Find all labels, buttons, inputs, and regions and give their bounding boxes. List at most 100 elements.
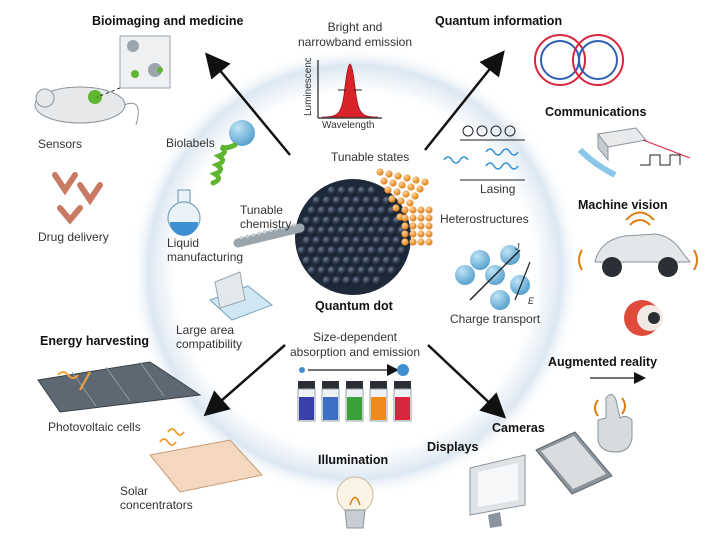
atom — [372, 256, 382, 266]
heterostructure-atom — [385, 170, 393, 178]
atom — [337, 246, 347, 256]
atom — [317, 206, 327, 216]
atom — [367, 186, 377, 196]
atom — [327, 266, 337, 276]
atom — [352, 216, 362, 226]
phone-icon — [535, 431, 613, 495]
arrow-cameras — [427, 344, 507, 419]
heading-augmented-reality: Augmented reality — [548, 355, 658, 369]
heterostructure-atom — [401, 238, 409, 246]
atom — [342, 216, 352, 226]
atom — [322, 276, 332, 286]
arrow-energy-harvesting — [203, 344, 286, 417]
photovoltaic-panel-icon — [37, 361, 202, 413]
atom — [362, 236, 372, 246]
atom — [342, 236, 352, 246]
atom — [332, 276, 342, 286]
hand-gesture-icon — [590, 372, 646, 453]
label-photovoltaic-cells: Photovoltaic cells — [48, 420, 141, 434]
quantum-rings-icon — [534, 34, 624, 86]
atom — [312, 216, 322, 226]
heterostructure-atom — [407, 183, 415, 191]
atom — [382, 256, 392, 266]
cell-zoom-icon — [96, 35, 171, 98]
atom — [312, 256, 322, 266]
label-quantum-dot: Quantum dot — [315, 299, 393, 313]
heterostructure-atom — [425, 206, 433, 214]
heterostructure-atom — [401, 230, 409, 238]
label-concentrators: concentrators — [120, 498, 193, 512]
atom — [357, 266, 367, 276]
atom — [337, 206, 347, 216]
car-icon — [578, 211, 698, 277]
atom — [367, 246, 377, 256]
atom — [307, 266, 317, 276]
atom — [392, 256, 402, 266]
vial-cap — [298, 381, 315, 389]
arrow-quantum-information — [424, 50, 505, 151]
heterostructure-atom — [392, 204, 400, 212]
communications-icon — [577, 127, 691, 178]
atom — [372, 196, 382, 206]
atom — [362, 196, 372, 206]
heading-energy-harvesting: Energy harvesting — [40, 334, 150, 348]
label-manufacturing: manufacturing — [167, 250, 244, 264]
atom — [342, 256, 352, 266]
heterostructure-atom — [406, 199, 414, 207]
heterostructure-atom — [425, 222, 433, 230]
heading-communications: Communications — [545, 105, 647, 119]
heterostructure-atom — [380, 177, 388, 185]
heading-bioimaging: Bioimaging and medicine — [92, 14, 244, 28]
atom — [332, 196, 342, 206]
atom — [352, 236, 362, 246]
heterostructure-atom — [417, 206, 425, 214]
heterostructure-atom — [384, 186, 392, 194]
label-chemistry: chemistry — [240, 217, 292, 231]
atom — [302, 256, 312, 266]
atom — [327, 206, 337, 216]
atom — [362, 276, 372, 286]
atom — [297, 246, 307, 256]
vial-liquid — [347, 397, 362, 420]
atom — [347, 266, 357, 276]
heterostructure-atom — [409, 230, 417, 238]
light-bulb-icon — [336, 476, 374, 529]
atom — [367, 226, 377, 236]
heterostructure-atom — [389, 179, 397, 187]
vial-cap — [322, 381, 339, 389]
heading-cameras: Cameras — [492, 421, 545, 435]
label-wavelength: Wavelength — [322, 120, 375, 131]
label-bright-and: Bright and — [327, 20, 383, 34]
label-liquid: Liquid — [167, 236, 200, 250]
label-sensors: Sensors — [38, 137, 83, 151]
atom — [322, 216, 332, 226]
atom — [362, 216, 372, 226]
atom — [332, 236, 342, 246]
label-drug-delivery: Drug delivery — [38, 230, 109, 244]
atom — [342, 196, 352, 206]
atom — [347, 186, 357, 196]
atom — [382, 216, 392, 226]
biolabel-spring — [209, 120, 255, 186]
atom — [302, 216, 312, 226]
heading-machine-vision: Machine vision — [578, 198, 668, 212]
heterostructure-atom — [417, 230, 425, 238]
quantum-dot-sphere — [295, 179, 411, 295]
heterostructure-atom — [401, 214, 409, 222]
heterostructure-atom — [401, 206, 409, 214]
atom — [322, 256, 332, 266]
heterostructure-atom — [393, 188, 401, 196]
atom — [382, 236, 392, 246]
label-e: E — [528, 296, 535, 306]
heterostructure-atom — [388, 195, 396, 203]
flask-icon — [167, 189, 201, 236]
label-lasing: Lasing — [480, 182, 516, 196]
heterostructure-atom — [417, 214, 425, 222]
label-heterostructures: Heterostructures — [440, 212, 529, 226]
heterostructure-atom — [401, 222, 409, 230]
luminescence-text: Luminescence — [303, 58, 314, 116]
label-compatibility: compatibility — [176, 337, 243, 351]
vials — [297, 381, 412, 422]
